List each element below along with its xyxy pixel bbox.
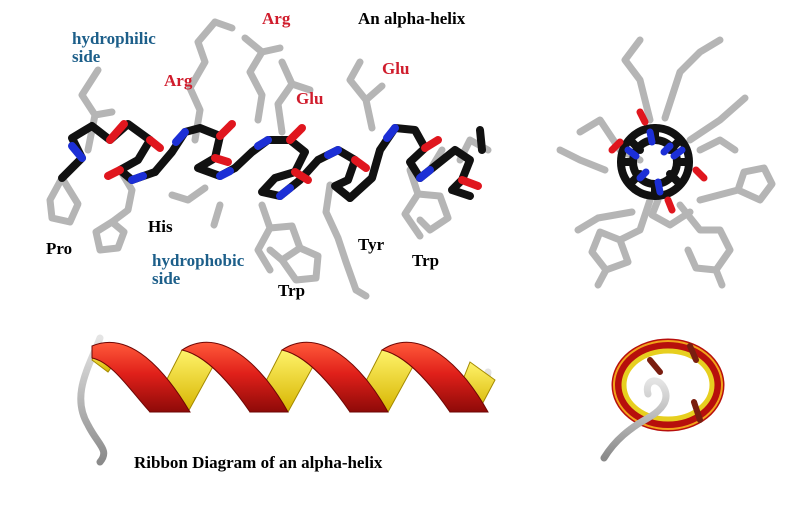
residue-label-trp-mid: Trp <box>278 281 306 300</box>
hydrophilic-side-line-2: side <box>72 46 101 66</box>
hydrophobic-side-line-1: hydrophobic <box>152 251 245 270</box>
nitrogen-bonds <box>68 124 434 200</box>
hydrophilic-side-label: hydrophilic side <box>72 30 192 66</box>
hydrophobic-side-label: hydrophobic side <box>152 252 282 288</box>
residue-label-trp-right: Trp <box>412 251 440 270</box>
figure-title: An alpha-helix <box>358 9 466 28</box>
ribbon-end-view <box>600 338 725 462</box>
residue-label-his: His <box>148 217 173 236</box>
oxygen-bonds <box>104 120 482 190</box>
residue-label-arg-top: Arg <box>262 9 291 28</box>
residue-label-tyr: Tyr <box>358 235 385 254</box>
side-chains <box>46 18 492 300</box>
residue-label-arg-mid: Arg <box>164 71 193 90</box>
hydrophobic-side-line-2: side <box>152 268 181 288</box>
stick-model-end-view <box>556 36 776 289</box>
residue-label-pro: Pro <box>46 239 73 258</box>
hydrophilic-side-line-1: hydrophilic <box>72 29 156 48</box>
residue-label-glu-right: Glu <box>382 59 410 78</box>
ribbon-side-view <box>77 334 496 466</box>
stick-model-side-view <box>46 18 492 300</box>
ribbon-diagram-caption: Ribbon Diagram of an alpha-helix <box>134 453 383 472</box>
residue-label-glu-mid: Glu <box>296 89 324 108</box>
